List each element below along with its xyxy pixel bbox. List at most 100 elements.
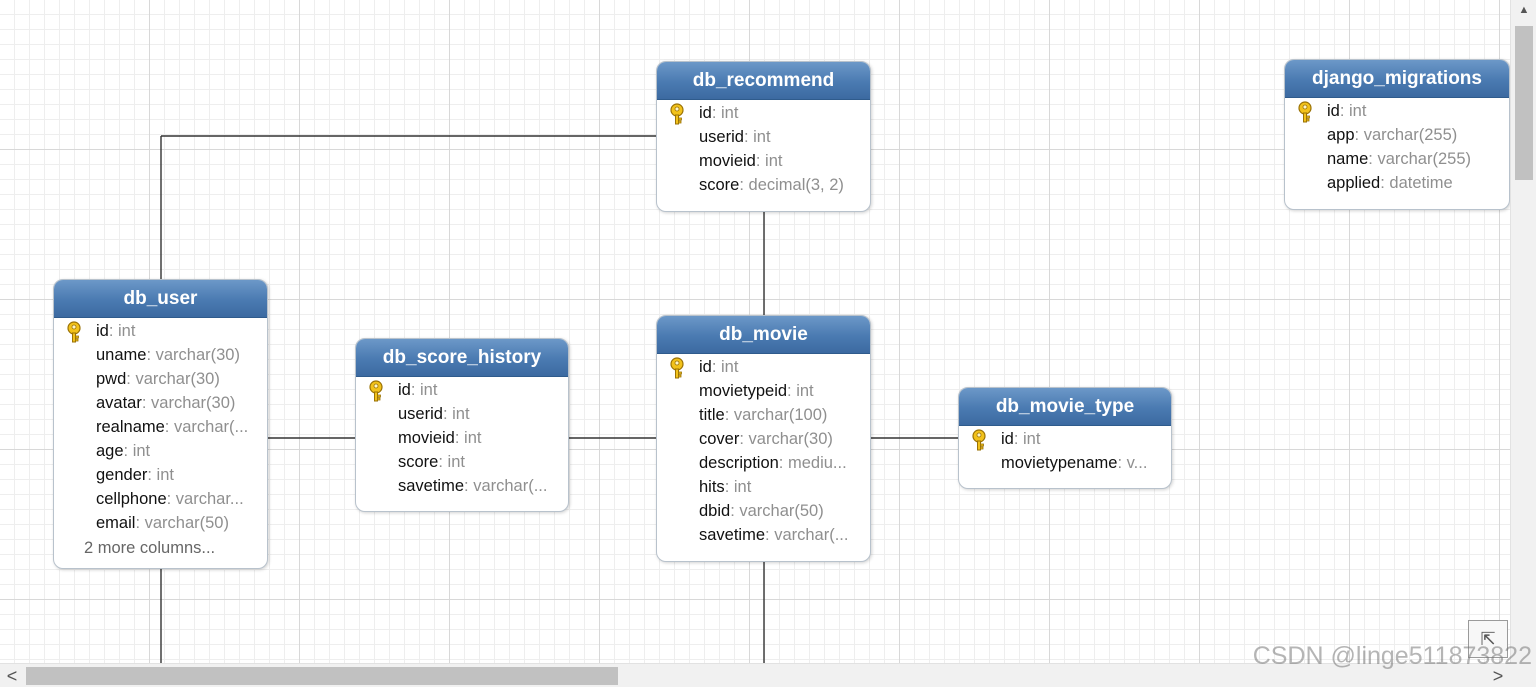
column-row[interactable]: id: int [959, 427, 1171, 451]
column-type: : int [787, 382, 814, 400]
column-row[interactable]: savetime: varchar(... [356, 474, 568, 498]
scroll-left-icon[interactable]: < [6, 666, 18, 686]
column-name: userid [398, 405, 443, 423]
column-row[interactable]: movietypeid: int [657, 379, 870, 403]
column-name: age [96, 442, 124, 460]
column-row[interactable]: applied: datetime [1285, 171, 1509, 195]
column-row[interactable]: cellphone: varchar... [54, 487, 267, 511]
column-name: id [699, 358, 712, 376]
column-row[interactable]: gender: int [54, 463, 267, 487]
primary-key-icon [670, 357, 684, 379]
column-type: : datetime [1380, 174, 1453, 192]
column-type: : int [1339, 102, 1367, 120]
column-row[interactable]: id: int [657, 355, 870, 379]
column-type: : varchar(30) [146, 346, 240, 364]
column-name: pwd [96, 370, 127, 388]
horizontal-scrollbar[interactable]: < > [0, 663, 1510, 687]
column-row[interactable]: userid: int [657, 125, 870, 149]
column-row[interactable]: movietypename: v... [959, 451, 1171, 475]
table-django-migrations[interactable]: django_migrations id: int app: varchar(2… [1284, 59, 1510, 210]
column-type: : varchar(... [464, 477, 548, 495]
column-row[interactable]: savetime: varchar(... [657, 523, 870, 547]
table-db-user[interactable]: db_user id: int uname: varchar(30) pwd: … [53, 279, 268, 569]
column-type: : varchar(30) [126, 370, 220, 388]
column-name: movieid [699, 152, 756, 170]
column-type: : varchar(100) [724, 406, 828, 424]
column-row[interactable]: cover: varchar(30) [657, 427, 870, 451]
column-type: : varchar(... [765, 526, 849, 544]
column-type: : varchar(50) [730, 502, 824, 520]
column-row[interactable]: userid: int [356, 402, 568, 426]
column-name: cover [699, 430, 740, 448]
column-row[interactable]: age: int [54, 439, 267, 463]
table-title: django_migrations [1285, 60, 1509, 98]
column-type: : int [410, 381, 438, 399]
column-row[interactable]: pwd: varchar(30) [54, 367, 267, 391]
column-name: movietypeid [699, 382, 788, 400]
vertical-scroll-thumb[interactable] [1515, 26, 1533, 180]
column-type: : int [724, 478, 752, 496]
column-row[interactable]: name: varchar(255) [1285, 147, 1509, 171]
column-type: : varchar(... [164, 418, 249, 436]
column-row[interactable]: id: int [1285, 99, 1509, 123]
column-type: : int [711, 358, 739, 376]
table-title: db_movie [657, 316, 870, 354]
column-name: hits [699, 478, 725, 496]
column-row[interactable]: realname: varchar(... [54, 415, 267, 439]
column-row[interactable]: email: varchar(50) [54, 511, 267, 535]
column-row[interactable]: id: int [356, 378, 568, 402]
column-row[interactable]: uname: varchar(30) [54, 343, 267, 367]
table-db-movie[interactable]: db_movie id: int movietypeid: int title:… [656, 315, 871, 562]
column-type: : int [755, 152, 783, 170]
primary-key-icon [67, 321, 81, 343]
column-name: applied [1327, 174, 1381, 192]
horizontal-scroll-thumb[interactable] [26, 667, 618, 685]
column-name: score [699, 176, 740, 194]
column-type: : int [711, 104, 739, 122]
column-name: id [1001, 430, 1014, 448]
column-row[interactable]: id: int [657, 101, 870, 125]
expand-arrow-icon: ⇱ [1480, 629, 1496, 649]
column-name: uname [96, 346, 147, 364]
column-row[interactable]: score: int [356, 450, 568, 474]
column-type: : int [108, 322, 136, 340]
column-name: id [96, 322, 109, 340]
column-type: : int [147, 466, 174, 484]
primary-key-icon [1298, 101, 1312, 123]
column-row[interactable]: description: mediu... [657, 451, 870, 475]
table-db-recommend[interactable]: db_recommend id: int userid: int movieid… [656, 61, 871, 212]
column-name: savetime [699, 526, 766, 544]
diagram-canvas[interactable]: db_recommend id: int userid: int movieid… [0, 0, 1510, 663]
column-name: cellphone [96, 490, 167, 508]
column-row[interactable]: app: varchar(255) [1285, 123, 1509, 147]
column-name: title [699, 406, 725, 424]
table-db-score-history[interactable]: db_score_history id: int userid: int mov… [355, 338, 569, 512]
column-type: : varchar(255) [1368, 150, 1471, 168]
more-columns-link[interactable]: 2 more columns... [84, 539, 216, 557]
table-db-movie-type[interactable]: db_movie_type id: int movietypename: v..… [958, 387, 1172, 489]
column-name: movieid [398, 429, 455, 447]
column-name: description [699, 454, 779, 472]
column-row[interactable]: title: varchar(100) [657, 403, 870, 427]
column-type: : varchar(30) [739, 430, 833, 448]
table-title: db_recommend [657, 62, 870, 100]
column-type: : varchar(255) [1354, 126, 1458, 144]
overview-toggle-button[interactable]: ⇱ [1468, 620, 1508, 658]
column-row[interactable]: movieid: int [356, 426, 568, 450]
vertical-scrollbar[interactable]: ▲ [1510, 0, 1536, 663]
column-row[interactable]: avatar: varchar(30) [54, 391, 267, 415]
column-name: id [699, 104, 712, 122]
column-row[interactable]: id: int [54, 319, 267, 343]
column-type: : int [438, 453, 465, 471]
scroll-up-icon[interactable]: ▲ [1518, 4, 1530, 16]
table-title: db_user [54, 280, 267, 318]
column-name: score [398, 453, 439, 471]
column-name: userid [699, 128, 744, 146]
scroll-right-icon[interactable]: > [1492, 666, 1504, 686]
column-row[interactable]: score: decimal(3, 2) [657, 173, 870, 197]
column-row[interactable]: hits: int [657, 475, 870, 499]
primary-key-icon [670, 103, 684, 125]
column-row[interactable]: dbid: varchar(50) [657, 499, 870, 523]
column-name: movietypename [1001, 454, 1118, 472]
column-row[interactable]: movieid: int [657, 149, 870, 173]
